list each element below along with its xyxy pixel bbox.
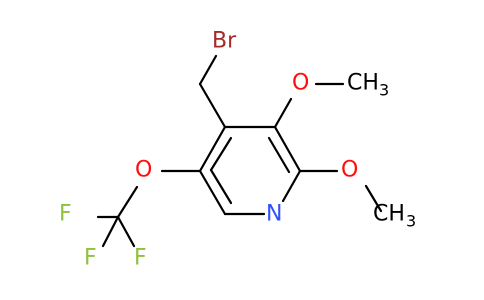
atom-n: N [266, 202, 282, 227]
atom-f-left: F [84, 246, 97, 271]
bond-c3-o [273, 97, 293, 129]
atom-o-left: O [135, 158, 152, 183]
atom-ch3-top: CH [347, 71, 379, 96]
bond-c3-c2-inner [267, 136, 291, 174]
bond-o-ch3-bottom [364, 184, 383, 213]
pyridine-ring [198, 125, 302, 216]
atom-ch3-top-subscript: 3 [379, 81, 389, 100]
bond-c6-c5-inner [209, 168, 233, 205]
bromomethyl-group: Br [198, 29, 237, 129]
bond-c5-c4-inner [209, 136, 233, 172]
bond-cf3-f-right [116, 215, 136, 248]
bond-c6-c5 [198, 169, 227, 216]
bond-o-cf3 [116, 185, 139, 219]
trifluoromethoxy-group: O F F F [59, 158, 202, 271]
methoxy-group-2: O CH 3 [298, 158, 416, 231]
bond-c3-c2 [273, 125, 302, 173]
bond-c2-n [281, 169, 302, 203]
bond-ch2-br [198, 54, 218, 86]
atom-br: Br [212, 29, 237, 54]
atom-ch3-bottom-subscript: 3 [406, 212, 416, 231]
atom-ch3-bottom: CH [373, 202, 405, 227]
bond-cf3-f-left [101, 215, 120, 248]
atom-f-top: F [59, 202, 72, 227]
bond-c4-ch2 [198, 82, 227, 129]
methoxy-group-3: O CH 3 [273, 71, 389, 129]
bond-c5-c4 [198, 125, 227, 173]
atom-o-right: O [341, 158, 358, 183]
atom-o-top: O [292, 71, 309, 96]
atom-f-right: F [134, 246, 147, 271]
